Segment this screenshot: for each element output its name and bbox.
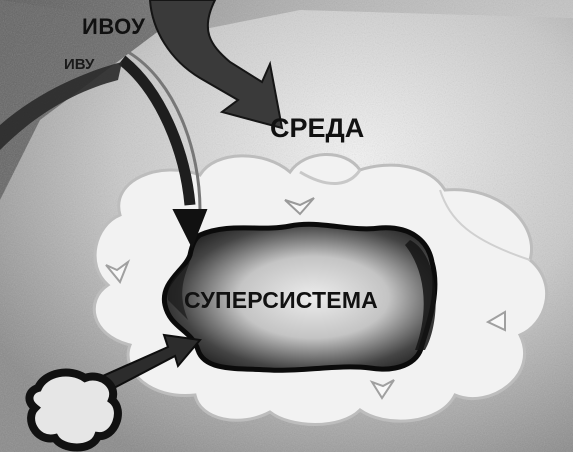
environment-label: СРЕДА: [270, 113, 364, 144]
supersystem-label: СУПЕРСИСТЕМА: [184, 287, 378, 314]
small-system: [29, 373, 118, 448]
ivou-label: ИВОУ: [82, 14, 145, 40]
ivu-label: ИВУ: [64, 56, 94, 73]
